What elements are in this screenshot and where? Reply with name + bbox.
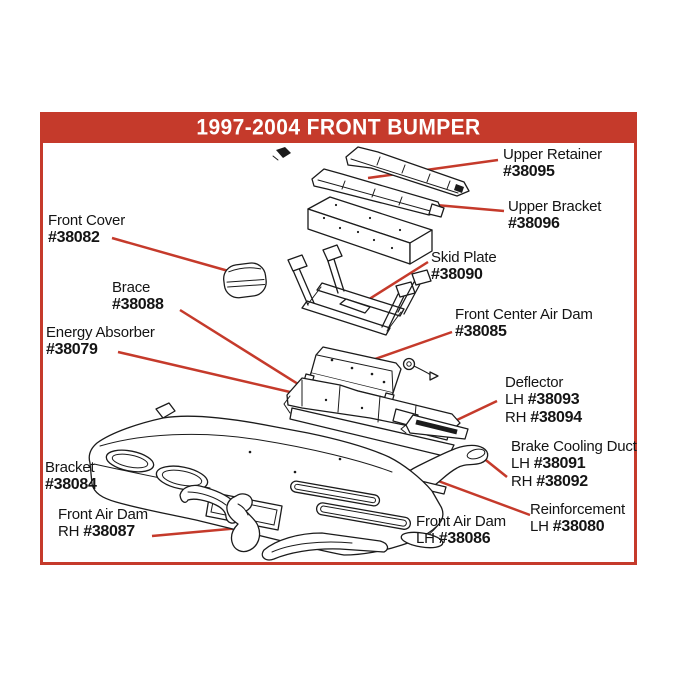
part-name: Energy Absorber (46, 324, 155, 341)
label-bracket: Bracket #38084 (45, 459, 97, 494)
part-side: RH (505, 409, 531, 426)
part-side: RH (58, 523, 84, 540)
deflector-part (400, 414, 469, 440)
part-name: Brake Cooling Duct (511, 438, 637, 455)
front-air-dam-lh-part (261, 532, 389, 561)
part-number: #38095 (503, 163, 555, 180)
upper-bracket-part (311, 168, 445, 218)
part-name: Skid Plate (431, 249, 497, 266)
label-front-center-air-dam: Front Center Air Dam #38085 (455, 306, 593, 341)
part-name: Upper Retainer (503, 146, 602, 163)
leader-energy-absorber (117, 350, 291, 394)
speckles (322, 203, 402, 250)
label-front-air-dam-rh: Front Air Dam RH #38087 (58, 506, 148, 541)
part-name: Upper Bracket (508, 198, 602, 215)
front-center-air-dam-part (303, 346, 402, 403)
label-front-cover: Front Cover #38082 (48, 212, 125, 247)
part-number: #38086 (438, 530, 491, 547)
part-name: Reinforcement (530, 501, 625, 518)
part-side: LH (530, 518, 553, 535)
clip-fastener-part (272, 147, 291, 161)
part-name: Deflector (505, 374, 564, 391)
front-air-dam-rh-part (226, 493, 261, 553)
part-number: #38080 (552, 518, 605, 535)
label-skid-plate: Skid Plate #38090 (431, 249, 497, 284)
leader-brace (179, 308, 299, 386)
part-number: #38091 (533, 455, 586, 472)
leader-upper-retainer (367, 158, 499, 180)
part-number: #38094 (530, 409, 582, 426)
label-brace: Brace #38088 (112, 279, 164, 314)
label-deflector: Deflector LH #38093 RH #38094 (505, 374, 582, 427)
bracket-part (179, 484, 241, 524)
page-title: 1997-2004 FRONT BUMPER (196, 114, 481, 140)
part-number: #38092 (536, 473, 588, 490)
label-upper-retainer: Upper Retainer #38095 (503, 146, 602, 181)
part-name: Bracket (45, 459, 95, 476)
tow-hook-part (402, 357, 439, 381)
part-side: RH (511, 473, 537, 490)
label-brake-cooling-duct: Brake Cooling Duct LH #38091 RH #38092 (511, 438, 637, 491)
part-name: Front Air Dam (416, 513, 506, 530)
part-side: LH (505, 391, 528, 408)
label-reinforcement: Reinforcement LH #38080 (530, 501, 625, 536)
part-name: Front Cover (48, 212, 125, 229)
impact-bar-part (307, 196, 433, 265)
part-side: LH (416, 530, 439, 547)
part-number: #38096 (508, 215, 560, 232)
part-number: #38090 (431, 266, 483, 283)
part-number: #38084 (45, 476, 97, 493)
front-cover-part (223, 262, 267, 299)
skid-plate-part (287, 244, 432, 336)
part-name: Front Air Dam (58, 506, 148, 523)
label-energy-absorber: Energy Absorber #38079 (46, 324, 155, 359)
label-front-air-dam-lh: Front Air Dam LH #38086 (416, 513, 506, 548)
part-side: LH (511, 455, 534, 472)
leader-front-cover (111, 236, 233, 274)
exploded-diagram (88, 146, 531, 561)
part-number: #38085 (455, 323, 507, 340)
title-banner: 1997-2004 FRONT BUMPER (40, 112, 637, 143)
part-number: #38079 (46, 341, 98, 358)
part-name: Front Center Air Dam (455, 306, 593, 323)
part-number: #38082 (48, 229, 100, 246)
label-upper-bracket: Upper Bracket #38096 (508, 198, 601, 233)
part-number: #38087 (83, 523, 135, 540)
upper-retainer-part (345, 146, 470, 197)
leader-front-air-dam-rh (151, 526, 241, 538)
part-number: #38088 (112, 296, 164, 313)
part-name: Brace (112, 279, 151, 296)
part-number: #38093 (527, 391, 580, 408)
